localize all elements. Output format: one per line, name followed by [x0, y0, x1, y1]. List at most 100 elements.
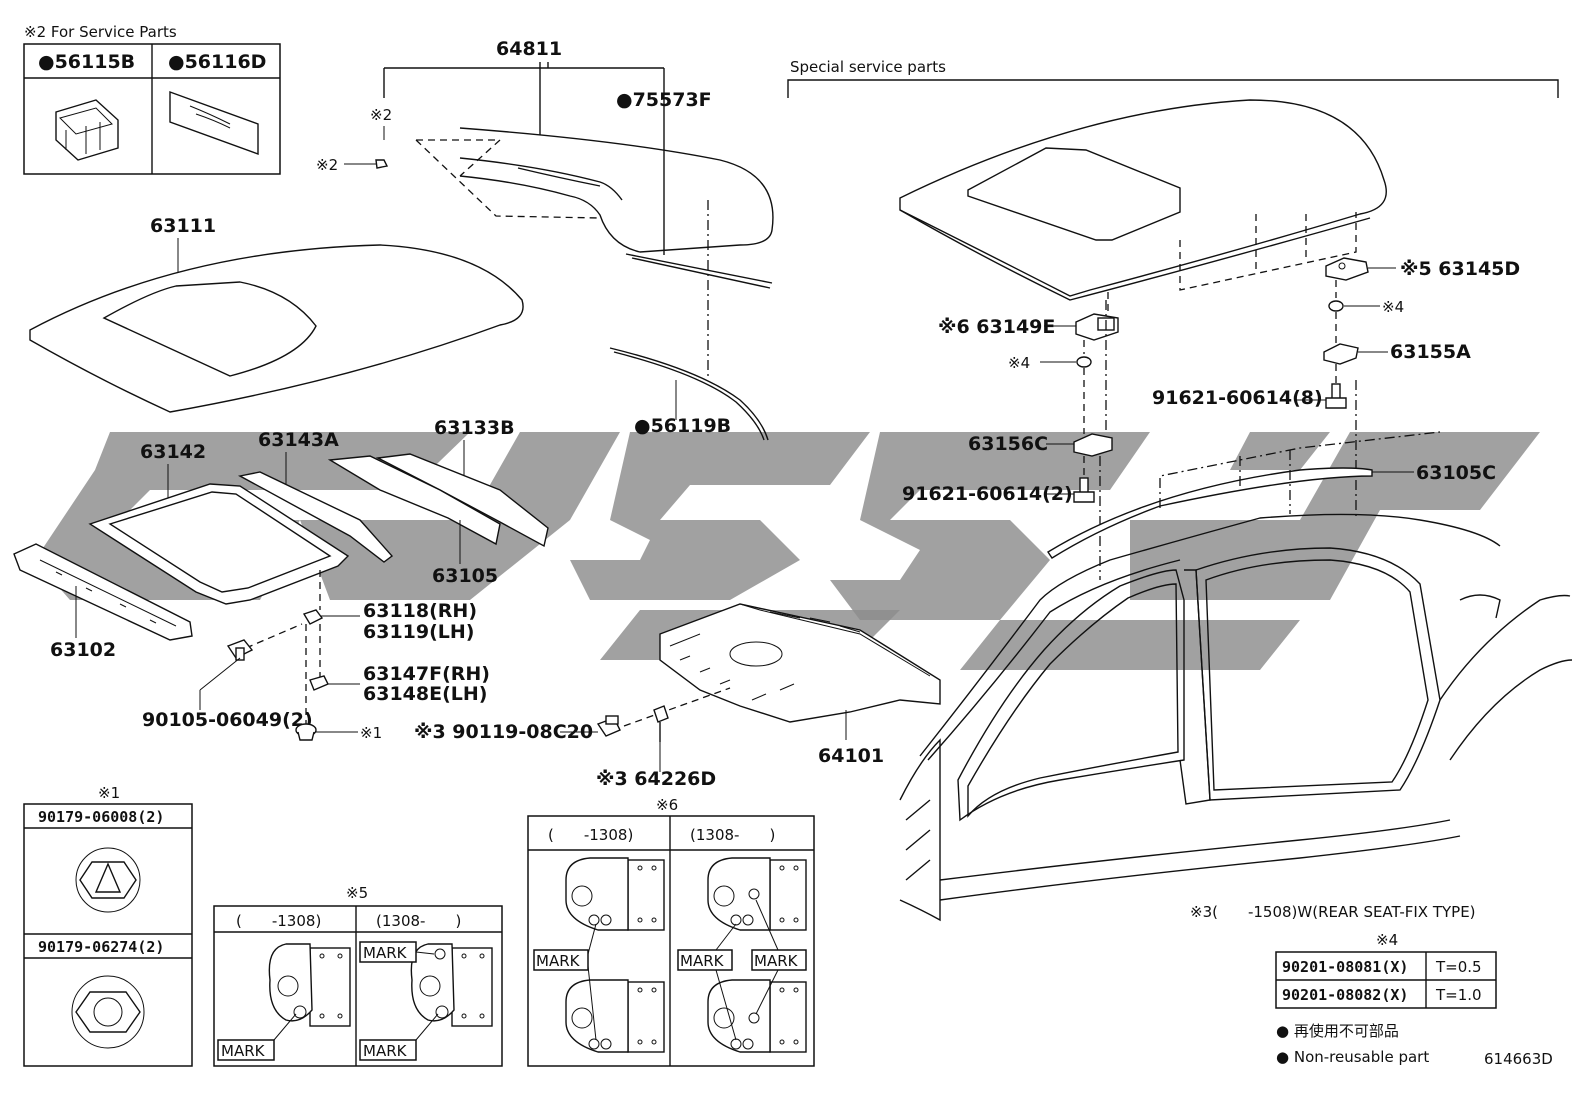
label-63105: 63105	[432, 565, 498, 587]
special-roof-panel	[899, 99, 1387, 322]
emblem-56116d-icon	[169, 91, 259, 155]
box5-bracket-new	[410, 943, 493, 1027]
service-part-56115b: ●56115B	[38, 51, 135, 73]
part-63102: 63102	[13, 543, 193, 661]
box5-col-1: (1308- )	[376, 912, 461, 930]
body-side-outline	[899, 513, 1573, 922]
box5-mark-old: MARK	[221, 1042, 266, 1060]
note-4b: ※4	[1008, 354, 1030, 372]
box6-mark-new-right: MARK	[754, 952, 799, 970]
nut-flange-icon	[75, 847, 141, 913]
bolt-91621a-icon	[1325, 383, 1347, 409]
box4-row-0-part: 90201-08081(X)	[1282, 958, 1408, 976]
box-note-6: ※6 ( -1308) (1308- ) MARK	[527, 796, 815, 1067]
bracket-63145d-icon	[1325, 257, 1369, 281]
box6-bracket-old-top	[565, 857, 665, 931]
part-63143a: 63143A	[237, 429, 394, 563]
label-56119b: ●56119B	[634, 415, 731, 437]
washer-icon-a	[1328, 300, 1344, 312]
nut-icon	[295, 723, 317, 741]
label-63105c: 63105C	[1416, 462, 1496, 484]
label-63149e: ※6 63149E	[938, 316, 1055, 338]
label-63145d: ※5 63145D	[1400, 258, 1520, 280]
box1-item-0: 90179-06008(2)	[38, 808, 164, 826]
label-63119: 63119(LH)	[363, 621, 474, 643]
box6-col-0: ( -1308)	[548, 826, 633, 844]
bracket-63156c-icon	[1073, 433, 1113, 457]
part-64101: 64101 ※3 90119-08C20 ※3 64226D	[414, 603, 941, 790]
diagram-id: 614663D	[1484, 1050, 1553, 1068]
part-63105c: 63105C	[1047, 431, 1496, 559]
label-63133b: 63133B	[434, 417, 515, 439]
box5-title: ※5	[346, 884, 368, 902]
box4-title: ※4	[1376, 931, 1398, 949]
box1-item-1: 90179-06274(2)	[38, 938, 164, 956]
box6-bracket-new-top	[707, 857, 807, 931]
note-1: ※1	[360, 724, 382, 742]
note-3: ※3( -1508)W(REAR SEAT-FIX TYPE)	[1190, 903, 1476, 921]
box6-mark-new-left: MARK	[680, 952, 725, 970]
note-4a: ※4	[1382, 298, 1404, 316]
bolt-91621b-icon	[1073, 477, 1095, 503]
label-63142: 63142	[140, 441, 206, 463]
legend-en: ● Non-reusable part	[1276, 1048, 1429, 1066]
part-63142: 63142	[88, 441, 350, 610]
box5-bracket-old	[268, 943, 351, 1027]
bracket-group-left: 63118(RH) 63119(LH) 63147F(RH) 63148E(LH…	[142, 600, 490, 742]
bolt-90105-icon	[226, 639, 254, 661]
box5-col-0: ( -1308)	[236, 912, 321, 930]
special-service-title: Special service parts	[790, 58, 946, 76]
part-64811: 64811 ●75573F ※2 ※2	[316, 38, 774, 380]
clip-64226d-icon	[653, 705, 669, 742]
label-63111: 63111	[150, 215, 216, 237]
note-2b: ※2	[316, 156, 338, 174]
label-91621a: 91621-60614(8)	[1152, 387, 1323, 409]
label-63156c: 63156C	[968, 433, 1048, 455]
washer-icon-b	[1076, 356, 1092, 368]
label-63148e: 63148E(LH)	[363, 683, 487, 705]
label-63143a: 63143A	[258, 429, 339, 451]
box1-title: ※1	[98, 784, 120, 802]
part-63111: 63111	[29, 215, 524, 413]
nut-hex-icon	[71, 975, 145, 1049]
box-note-1: ※1 90179-06008(2) 90179-06274(2)	[23, 784, 193, 1067]
label-63102: 63102	[50, 639, 116, 661]
label-63147f: 63147F(RH)	[363, 663, 490, 685]
note-2a: ※2	[370, 106, 392, 124]
box5-mark-new-top: MARK	[363, 944, 408, 962]
label-90105: 90105-06049(2)	[142, 709, 313, 731]
bolt-90119-icon	[596, 715, 621, 737]
label-63118: 63118(RH)	[363, 600, 477, 622]
label-64101: 64101	[818, 745, 884, 767]
clip-56115b-icon	[55, 99, 119, 161]
bracket-63155a-icon	[1323, 343, 1359, 365]
box4-row-0-t: T=0.5	[1435, 958, 1482, 976]
service-parts-box: ※2 For Service Parts ●56115B ●56116D	[23, 23, 281, 175]
box6-bracket-old-bottom	[565, 979, 665, 1053]
label-90119: ※3 90119-08C20	[414, 721, 593, 743]
service-parts-title: ※2 For Service Parts	[24, 23, 177, 41]
box6-title: ※6	[656, 796, 678, 814]
legend-jp: ● 再使用不可部品	[1276, 1022, 1399, 1040]
legend: ● 再使用不可部品 ● Non-reusable part 614663D	[1276, 1022, 1553, 1068]
box-note-5: ※5 ( -1308) (1308- ) MARK MARK	[213, 884, 503, 1067]
bracket-63149e-icon	[1075, 313, 1119, 341]
service-part-56116d: ●56116D	[168, 51, 266, 73]
box4-row-1-t: T=1.0	[1435, 986, 1482, 1004]
special-service-section: Special service parts ※5 63145D ※4 63155…	[787, 58, 1573, 922]
box6-mark-old: MARK	[536, 952, 581, 970]
label-64226d: ※3 64226D	[596, 768, 716, 790]
box6-col-1: (1308- )	[690, 826, 775, 844]
part-56119b: ●56119B	[609, 347, 769, 441]
box6-bracket-new-bottom	[707, 979, 807, 1053]
box-note-4: ※4 90201-08081(X) T=0.5 90201-08082(X) T…	[1275, 931, 1497, 1009]
box4-row-1-part: 90201-08082(X)	[1282, 986, 1408, 1004]
label-64811: 64811	[496, 38, 562, 60]
part-63105: 63105	[327, 455, 501, 587]
label-91621b: 91621-60614(2)	[902, 483, 1073, 505]
label-63155a: 63155A	[1390, 341, 1471, 363]
box5-mark-new-bottom: MARK	[363, 1042, 408, 1060]
label-75573f: ●75573F	[616, 89, 712, 111]
